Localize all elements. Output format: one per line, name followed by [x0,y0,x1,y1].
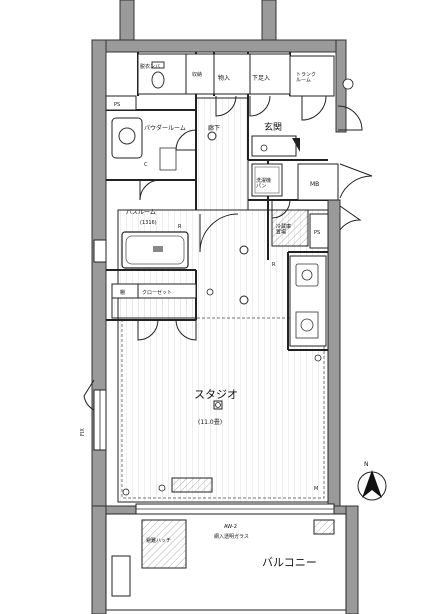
intercom-icon [342,78,354,90]
door-closet-arc-1 [137,319,159,341]
bathtub-inner [125,235,185,265]
door-shoe-arc [249,95,271,117]
label-shelf: 棚 [120,289,125,296]
closet-floor [111,297,197,319]
door-trunk-arc [301,95,327,121]
sink-counter [111,117,143,159]
kitchen-sink-icon [295,263,319,287]
label-closet: クローゼット [142,289,172,296]
outlet-icon [206,288,214,296]
label-north: N [364,461,369,468]
trunk-room [289,55,335,97]
label-mb: MB [310,181,319,188]
door-studio-arc [199,213,239,253]
door-swings [83,95,373,411]
ps-right-box [309,213,329,249]
label-r-mark-kitchen: R [272,262,276,268]
label-bathroom: バスルーム [126,209,156,216]
label-entrance: 玄関 [264,121,282,133]
door-fridge-arc [271,199,291,219]
outdoor-unit [111,555,131,597]
label-balcony: バルコニー [262,556,317,569]
entrance-triangle-icon [292,138,300,152]
label-studio: スタジオ [194,388,238,401]
door-ps-arc [339,205,362,231]
drain-box [313,519,335,535]
outlet-markers [122,78,354,496]
north-arrow [357,470,387,501]
labels: 脱衣ンバ 収納 物入 下足入 トランクルーム PS パウダールーム 廊下 玄関 … [80,63,369,569]
outlet-icon [122,488,130,496]
toilet-icon [151,71,165,89]
door-powder-arc [175,129,197,151]
window-fix-arc [83,379,95,411]
kitchen-drain-icon [301,269,313,281]
label-bathroom-top: 脱衣ンバ [140,63,160,70]
entrance-step [251,135,297,157]
label-storage-small: 収納 [192,71,202,78]
ceiling-light-icon [239,295,249,305]
balcony-wall-right [345,505,359,614]
drain-icon [153,246,163,252]
outer-walls [91,0,359,614]
label-ps-left: PS [114,102,120,108]
beam-top [91,39,339,53]
ceiling-light-icon [239,245,249,255]
shelf-unit [159,147,177,171]
storage-room [213,53,251,95]
escape-hatch [141,519,187,569]
toilet-tank-icon [151,61,165,69]
stove-burner-icon [300,318,314,332]
floor-hatch [171,477,213,493]
label-window-code: AW-2 [224,524,237,530]
shoe-storage-room [249,53,291,95]
outlet-icon [314,354,322,362]
studio-dashed-outline [121,317,325,499]
wall-right-lower [327,199,341,509]
washer-pan-inner [254,166,280,194]
stove-icon [295,311,319,339]
label-shoe-storage: 下足入 [252,75,270,82]
door-closet-arc-2 [175,319,197,341]
label-washer: 洗濯機パン [256,177,271,190]
label-trunk-room: トランクルーム [296,72,316,84]
door-mb-arc [339,163,373,199]
mb-box [297,163,339,201]
label-hallway: 廊下 [208,124,220,132]
north-arrow-icon [362,470,382,498]
outlet-icon [260,144,268,152]
storage-small-room [185,53,215,95]
door-storage-arc [215,95,237,117]
studio-light-inner-icon [215,402,221,408]
ceiling-light-icon [207,131,217,141]
kitchen-counter [289,255,327,347]
fridge-space [271,209,309,247]
door-bath-arc [139,179,161,201]
label-storage: 物入 [218,74,230,82]
label-fix: FIX [80,428,86,436]
label-window-note: 網入透明ガラス [214,533,249,540]
label-r-mark: R [178,224,182,230]
ps-left-box [105,95,137,111]
balcony-wall-left [91,505,107,614]
label-studio-size: (11.0畳) [198,419,222,426]
label-c-mark: C [144,162,148,168]
washer-pan [251,163,283,197]
door-entrance-arc [337,105,363,131]
sink-basin-icon [118,127,136,145]
studio-light-icon [213,400,223,410]
label-fridge: 冷蔵庫置場 [276,223,291,236]
label-hatch: 避難ハッチ [146,537,171,544]
outlet-icon [158,484,166,492]
label-powder-room: パウダールーム [144,124,186,132]
label-m-mark: M [314,486,318,492]
label-ps-right: PS [314,230,320,236]
window-bath [93,239,107,263]
label-bath-size: (1316) [140,220,157,226]
